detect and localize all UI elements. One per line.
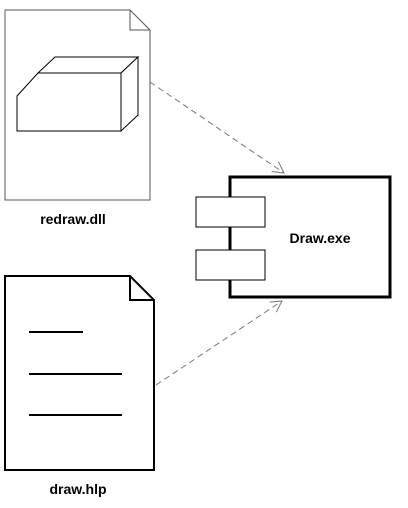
edge-hlp-to-exe-arrowhead [269, 300, 283, 313]
exe-component-port-top [195, 196, 266, 228]
edge-hlp-to-exe [155, 300, 283, 386]
hlp-document-fold [129, 276, 154, 301]
edge-dll-to-exe-arrowhead [271, 161, 285, 174]
text-lines-icon [29, 331, 122, 416]
edge-dll-to-exe-line [149, 81, 285, 174]
hlp-document-node[interactable]: draw.hlp [4, 275, 155, 497]
hlp-document-label: draw.hlp [49, 481, 106, 497]
3d-box-icon [16, 55, 140, 133]
exe-component-node[interactable]: Draw.exe [195, 175, 392, 299]
exe-component-label: Draw.exe [290, 230, 351, 246]
dll-file-node[interactable]: redraw.dll [4, 9, 151, 227]
exe-component-port-bottom [195, 249, 266, 281]
edge-hlp-to-exe-line [155, 300, 283, 386]
dll-file-fold [129, 10, 150, 31]
edge-dll-to-exe [149, 81, 285, 174]
dll-file-label: redraw.dll [40, 211, 106, 227]
